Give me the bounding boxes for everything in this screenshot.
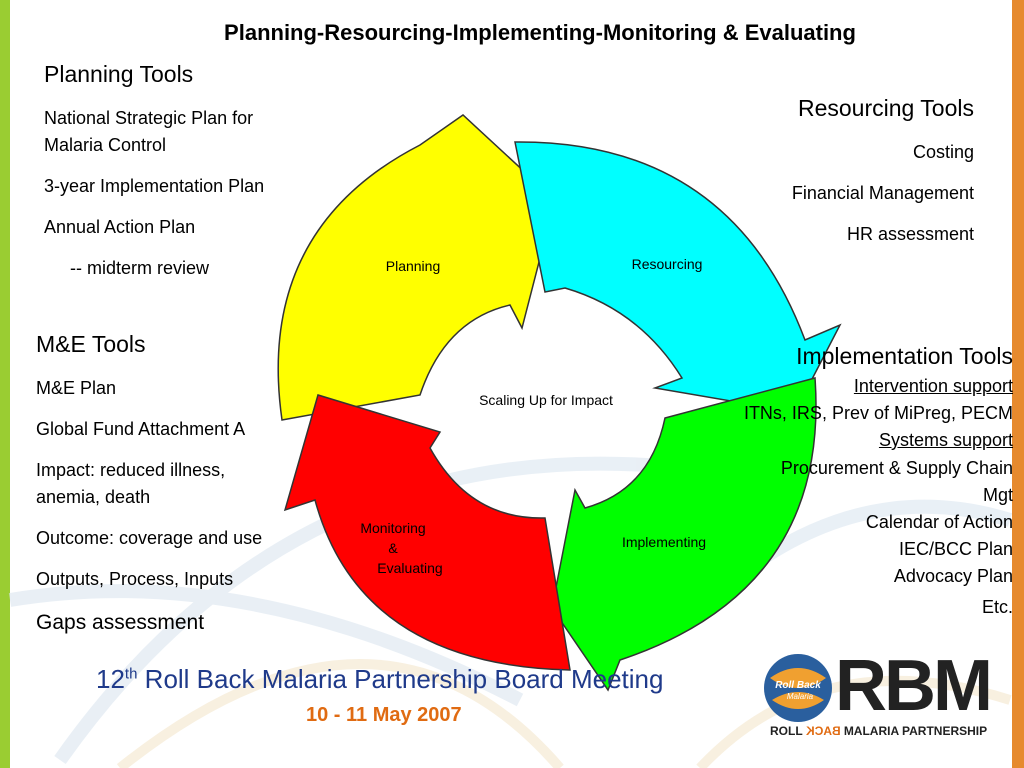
me-tools-line: Impact: reduced illness, (36, 460, 226, 480)
implementation-tools-subheading: Systems support (878, 430, 1013, 450)
me-tools-line: Global Fund Attachment A (36, 419, 246, 439)
planning-tools-heading: Planning Tools (44, 61, 194, 87)
center-label: Scaling Up for Impact (479, 392, 613, 408)
implementation-tools-line: Calendar of Action (865, 512, 1013, 532)
me-tools-line: Outputs, Process, Inputs (36, 569, 234, 589)
svg-text:Roll Back: Roll Back (775, 680, 821, 691)
resourcing-arrow (514, 141, 842, 413)
me-tools-line: Outcome: coverage and use (36, 528, 263, 548)
monitoring-label-line2: & (388, 540, 398, 556)
implementation-tools-line: ITNs, IRS, Prev of MiPreg, PECM (743, 403, 1013, 423)
planning-tools-line: -- midterm review (70, 258, 210, 278)
implementation-tools-line: Procurement & Supply Chain (780, 458, 1013, 478)
implementation-tools-line: Mgt (982, 485, 1013, 505)
meeting-title: 12th Roll Back Malaria Partnership Board… (96, 664, 664, 694)
slide-title: Planning-Resourcing-Implementing-Monitor… (224, 20, 856, 45)
resourcing-tools-item: Financial Management (791, 183, 974, 203)
rbm-logo-letters: RBM (835, 646, 993, 726)
resourcing-label: Resourcing (632, 256, 703, 272)
rbm-logo-tagline: ROLL BACK MALARIA PARTNERSHIP (770, 724, 988, 738)
meeting-date: 10 - 11 May 2007 (306, 704, 462, 726)
monitoring-label-line1: Monitoring (360, 520, 425, 536)
implementation-tools-line: Etc. (981, 597, 1013, 617)
me-tools-gaps: Gaps assessment (36, 611, 205, 634)
monitoring-label-line3: Evaluating (377, 560, 442, 576)
implementation-tools-heading: Implementation Tools (796, 343, 1013, 369)
implementation-tools-subheading: Intervention support (853, 376, 1013, 396)
implementation-tools-line: IEC/BCC Plan (898, 539, 1013, 559)
resourcing-tools-item: HR assessment (846, 224, 974, 244)
planning-tools-line: Malaria Control (44, 135, 167, 155)
right-accent-bar (1012, 0, 1024, 768)
implementing-arrow (551, 377, 817, 692)
planning-tools-line: National Strategic Plan for (44, 108, 254, 128)
implementation-tools-line: Advocacy Plan (893, 566, 1013, 586)
planning-tools-line: Annual Action Plan (44, 217, 196, 237)
planning-arrow (277, 114, 556, 421)
rbm-globe-logo-icon: Roll Back Malaria (764, 654, 832, 722)
me-tools-heading: M&E Tools (36, 331, 146, 357)
planning-tools-line: 3-year Implementation Plan (44, 176, 265, 196)
resourcing-tools-heading: Resourcing Tools (797, 95, 974, 121)
left-accent-bar (0, 0, 10, 768)
monitoring-evaluating-arrow (283, 394, 571, 671)
resourcing-tools-item: Costing (912, 142, 974, 162)
implementing-label: Implementing (622, 534, 706, 550)
planning-label: Planning (386, 258, 441, 274)
me-tools-line: anemia, death (36, 487, 151, 507)
me-tools-line: M&E Plan (36, 378, 117, 398)
svg-text:Malaria: Malaria (787, 692, 814, 701)
